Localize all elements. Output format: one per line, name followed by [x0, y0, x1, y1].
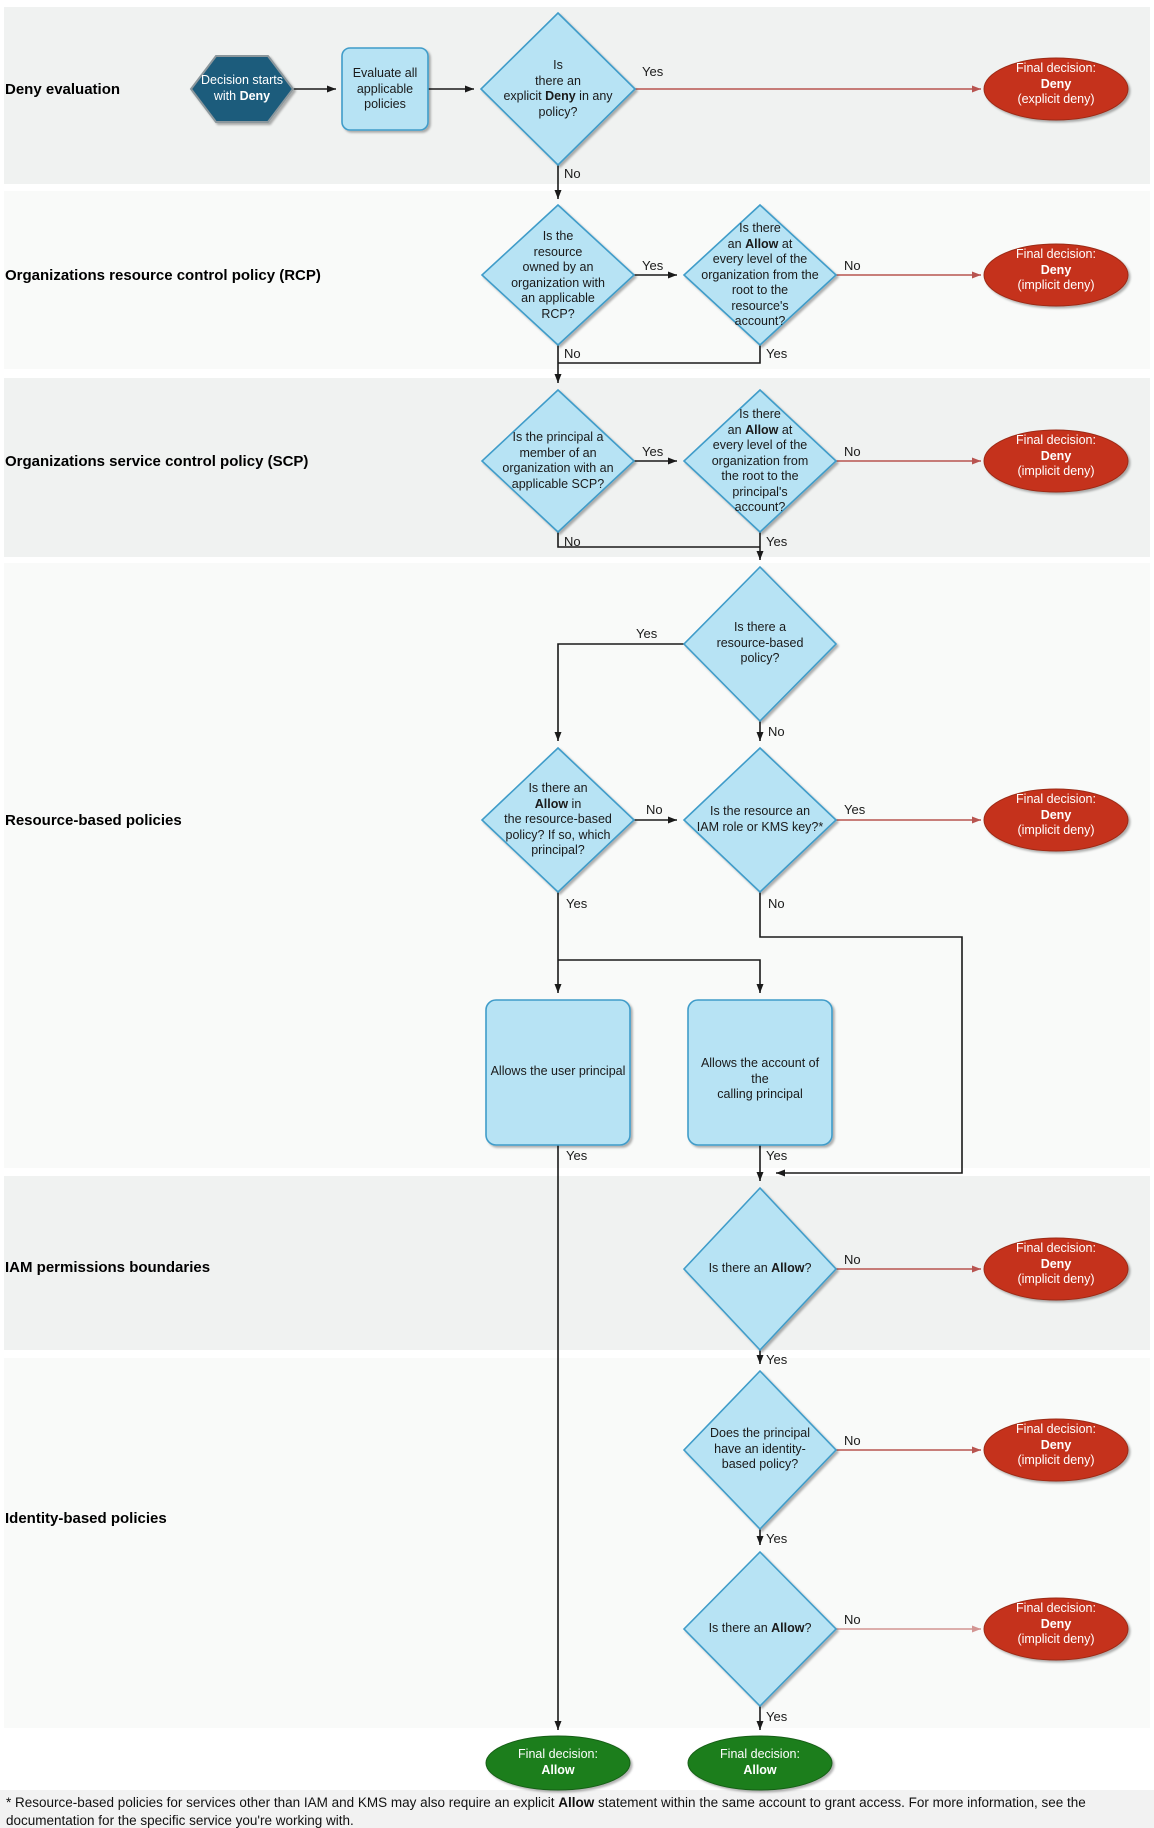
band-label-permissions-boundaries: IAM permissions boundaries [5, 1259, 211, 1276]
deny-implicit-ibp1-label: Final decision:Deny(implicit deny) [1016, 1422, 1096, 1467]
band-label-deny-evaluation: Deny evaluation [5, 81, 121, 98]
band-label-identity-based: Identity-based policies [5, 1510, 167, 1527]
label-yes-iam-kms: Yes [844, 802, 866, 817]
label-yes-account-box: Yes [766, 1148, 788, 1163]
label-no-scp-member: No [564, 534, 581, 549]
label-yes-rbp-exists: Yes [636, 626, 658, 641]
ellipse-deny-implicit-ibp-exists [983, 1418, 1129, 1482]
deny-implicit-rcp-label: Final decision:Deny(implicit deny) [1016, 247, 1096, 292]
label-yes-user-box: Yes [566, 1148, 588, 1163]
footnote-strip [0, 1790, 1154, 1828]
band-identity-based [4, 1358, 1150, 1728]
label-yes-ibp-allow: Yes [766, 1709, 788, 1724]
diamond-ibp-allow-label: Is there an Allow? [708, 1621, 812, 1635]
label-no-pb-allow: No [844, 1252, 861, 1267]
label-no-rcp-owned: No [564, 346, 581, 361]
label-no-rcp-allow: No [844, 258, 861, 273]
edge-rcp-allow-yes-join [558, 345, 761, 364]
diamond-rcp-allow [682, 203, 838, 347]
label-yes-pb-allow: Yes [766, 1352, 788, 1367]
label-no-rbp-exists: No [768, 724, 785, 739]
box-allows-account [687, 999, 833, 1146]
label-no-iam-kms: No [768, 896, 785, 911]
diamond-explicit-deny [479, 11, 637, 167]
band-permissions-boundaries [4, 1176, 1150, 1350]
ellipse-deny-implicit-pb [983, 1237, 1129, 1301]
label-no-ibp-exists: No [844, 1433, 861, 1448]
edge-rbp-allow-yes-account [558, 959, 764, 993]
footnote: * Resource-based policies for services o… [6, 1795, 1086, 1828]
label-yes-rbp-allow: Yes [566, 896, 588, 911]
diamond-scp-allow [682, 388, 838, 534]
band-label-resource-based: Resource-based policies [5, 812, 182, 829]
deny-explicit-label: Final decision:Deny(explicit deny) [1016, 61, 1096, 106]
diamond-pb-allow-label: Is there an Allow? [708, 1261, 812, 1275]
label-yes-rcp-allow: Yes [766, 346, 788, 361]
label-no-explicit-deny: No [564, 166, 581, 181]
ellipse-deny-implicit-scp [983, 429, 1129, 493]
diamond-pb-allow [682, 1186, 838, 1352]
band-label-rcp: Organizations resource control policy (R… [5, 267, 321, 284]
diamond-iam-kms [682, 746, 838, 894]
edge-rbp-exists-yes [554, 643, 684, 741]
deny-implicit-ibp2-label: Final decision:Deny(implicit deny) [1016, 1601, 1096, 1646]
band-label-scp: Organizations service control policy (SC… [5, 453, 309, 470]
ellipse-deny-implicit-ibp-allow [983, 1597, 1129, 1661]
box-allows-user-principal [485, 999, 631, 1146]
start-hexagon [189, 55, 295, 123]
label-yes-ibp-exists: Yes [766, 1531, 788, 1546]
diamond-rbp-exists [682, 565, 838, 723]
label-yes-explicit-deny: Yes [642, 64, 664, 79]
diamond-rcp-owned [480, 203, 636, 347]
diamond-rbp-allow [480, 746, 636, 894]
diamond-scp-member [480, 388, 636, 534]
edge-scp-no-join [557, 532, 760, 548]
ellipse-deny-implicit-rbp [983, 788, 1129, 852]
edge-iam-kms-no-bypass [759, 892, 963, 1177]
deny-implicit-pb-label: Final decision:Deny(implicit deny) [1016, 1241, 1096, 1286]
ellipse-allow-right [687, 1735, 833, 1791]
evaluate-box [341, 47, 429, 131]
label-yes-scp-allow: Yes [766, 534, 788, 549]
box-allows-user-label: Allows the user principal [490, 1064, 626, 1078]
diamond-ibp-exists [682, 1369, 838, 1531]
label-no-ibp-allow: No [844, 1612, 861, 1627]
label-yes-rcp-owned: Yes [642, 258, 664, 273]
ellipse-allow-left [485, 1735, 631, 1791]
label-no-scp-allow: No [844, 444, 861, 459]
allow-right-label: Final decision:Allow [720, 1747, 800, 1777]
allow-left-label: Final decision:Allow [518, 1747, 598, 1777]
ellipse-deny-implicit-rcp [983, 243, 1129, 307]
ellipse-deny-explicit [983, 57, 1129, 121]
deny-implicit-rbp-label: Final decision:Deny(implicit deny) [1016, 792, 1096, 837]
deny-implicit-scp-label: Final decision:Deny(implicit deny) [1016, 433, 1096, 478]
diamond-ibp-allow [682, 1550, 838, 1708]
label-yes-scp-member: Yes [642, 444, 664, 459]
label-no-rbp-allow: No [646, 802, 663, 817]
